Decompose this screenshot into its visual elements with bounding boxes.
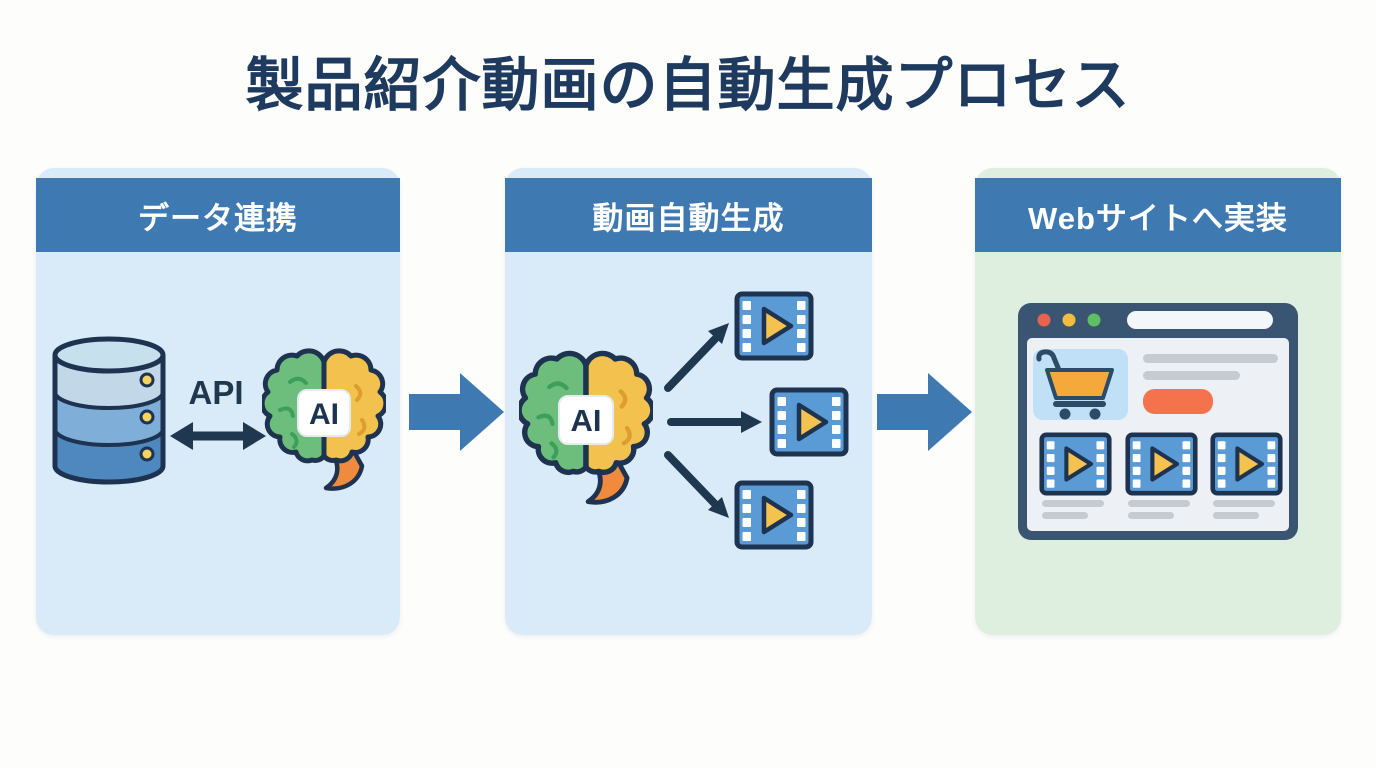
text-placeholder-bar	[1143, 354, 1278, 363]
api-label: API	[188, 374, 243, 411]
window-dot-yellow-icon	[1062, 313, 1076, 327]
panel-data-integration-header: データ連携	[36, 178, 400, 252]
flow-arrow-icon	[877, 365, 973, 459]
film-video-icon	[772, 390, 846, 454]
caption-placeholder-bars	[1042, 500, 1275, 519]
ai-brain-icon: AI	[519, 353, 653, 502]
website-mockup-illustration	[1018, 303, 1298, 540]
video-thumbnails-row	[1042, 435, 1281, 519]
shopping-cart-icon	[1036, 349, 1114, 420]
api-sync-arrow-icon	[170, 422, 266, 450]
panel-data-integration: データ連携 API	[36, 168, 400, 635]
panel-title: データ連携	[138, 200, 298, 236]
film-video-icon	[1213, 435, 1281, 493]
flow-arrow-icon	[409, 365, 505, 459]
video-generation-illustration: AI	[505, 252, 872, 632]
panel-data-integration-body: API AI	[36, 252, 400, 632]
page-title: 製品紹介動画の自動生成プロセス	[245, 53, 1131, 118]
address-bar	[1127, 311, 1273, 329]
fan-out-arrow-icons	[664, 323, 762, 518]
film-video-icon	[1042, 435, 1110, 493]
window-dot-green-icon	[1087, 313, 1101, 327]
database-icon	[52, 336, 166, 485]
panel-title: Webサイトへ実装	[1028, 200, 1288, 236]
panel-website-deploy-body	[975, 252, 1341, 632]
data-integration-illustration: API AI	[52, 336, 400, 632]
ai-brain-icon: AI	[262, 351, 386, 489]
film-video-icon	[737, 294, 811, 358]
panel-video-generation: 動画自動生成 AI	[505, 168, 872, 635]
panel-video-generation-header: 動画自動生成	[505, 178, 872, 252]
film-video-icon	[737, 483, 811, 547]
window-dot-red-icon	[1037, 313, 1051, 327]
text-placeholder-bar	[1143, 371, 1240, 380]
panel-website-deploy: Webサイトへ実装	[975, 168, 1341, 635]
panel-website-deploy-header: Webサイトへ実装	[975, 178, 1341, 252]
ai-label: AI	[309, 398, 339, 431]
product-hero-section	[1033, 349, 1278, 420]
film-video-icon	[1128, 435, 1196, 493]
ai-label: AI	[571, 403, 602, 438]
cta-button	[1143, 389, 1213, 414]
panel-title: 動画自動生成	[592, 200, 785, 236]
panel-video-generation-body: AI	[505, 252, 872, 632]
